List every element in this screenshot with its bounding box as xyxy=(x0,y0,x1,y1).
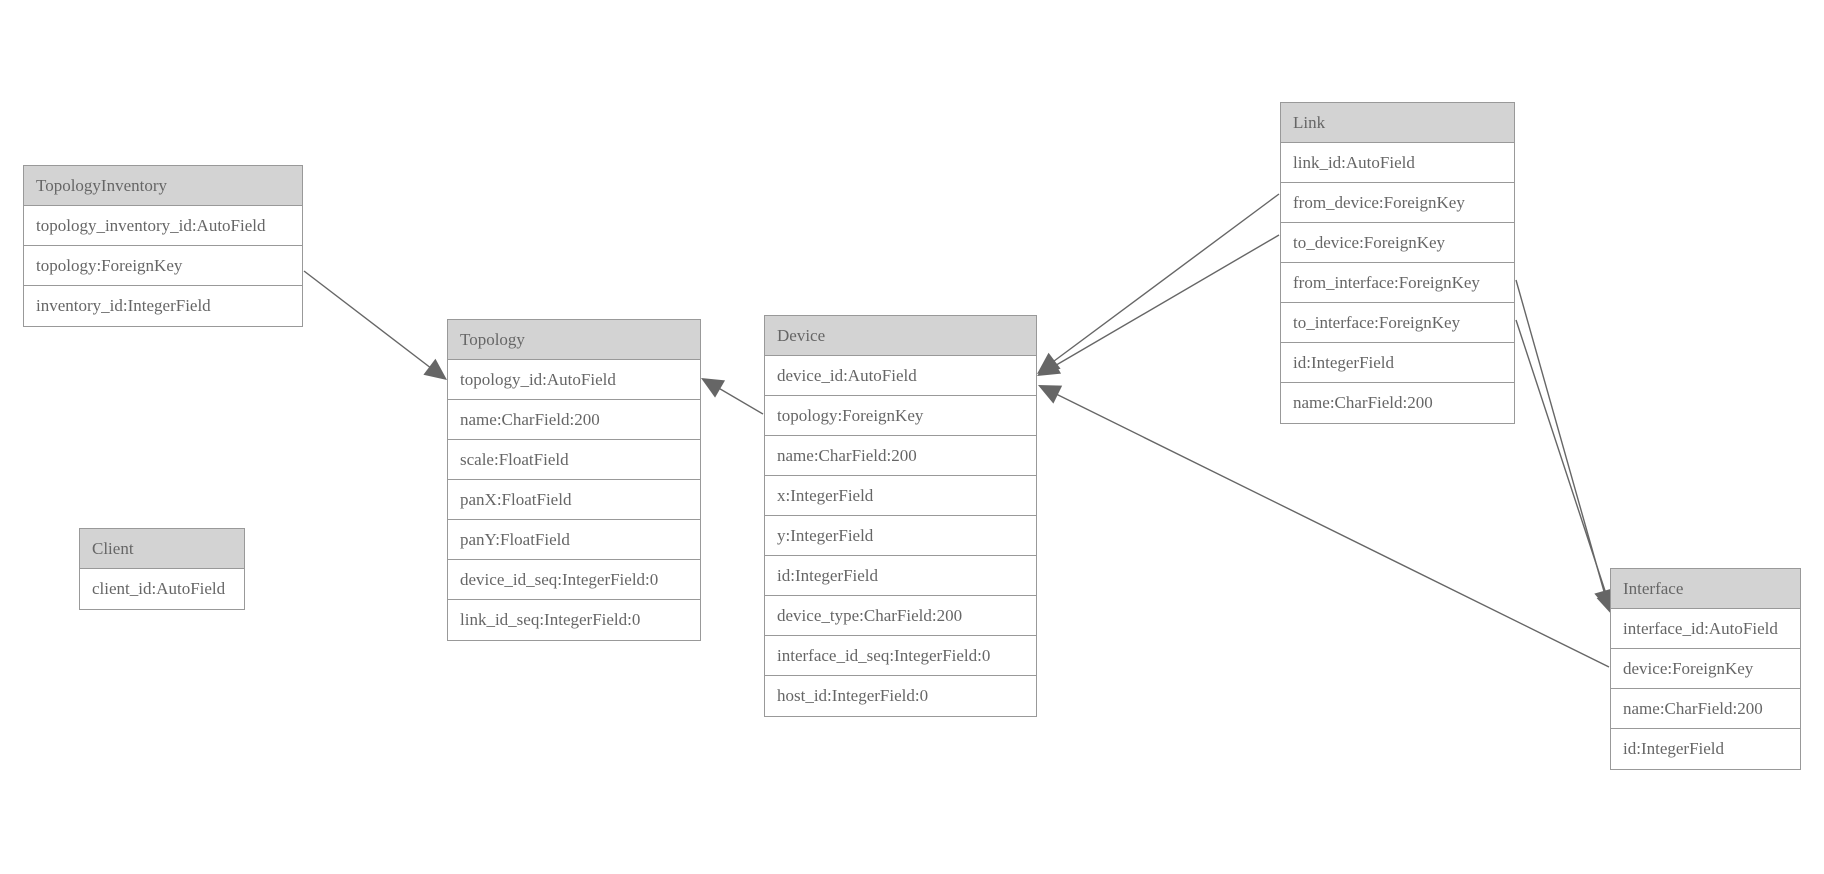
entity-field-row: y:IntegerField xyxy=(765,516,1036,556)
entity-field-row: inventory_id:IntegerField xyxy=(24,286,302,326)
entity-field-row: client_id:AutoField xyxy=(80,569,244,609)
entity-field-row: x:IntegerField xyxy=(765,476,1036,516)
relationship-line xyxy=(1047,389,1610,668)
entity-field-row: interface_id:AutoField xyxy=(1611,609,1800,649)
entity-field-row: device_id_seq:IntegerField:0 xyxy=(448,560,700,600)
relationship-line xyxy=(1045,234,1280,372)
relationship-link-from-device xyxy=(1037,193,1280,374)
relationship-line xyxy=(303,270,441,376)
entity-field-row: link_id_seq:IntegerField:0 xyxy=(448,600,700,640)
entity-title-interface: Interface xyxy=(1611,569,1800,609)
entity-field-row: name:CharField:200 xyxy=(448,400,700,440)
entity-field-row: device_id:AutoField xyxy=(765,356,1036,396)
entity-field-row: from_device:ForeignKey xyxy=(1281,183,1514,223)
entity-title-device: Device xyxy=(765,316,1036,356)
entity-field-row: to_device:ForeignKey xyxy=(1281,223,1514,263)
entity-field-row: name:CharField:200 xyxy=(1611,689,1800,729)
entity-field-row: from_interface:ForeignKey xyxy=(1281,263,1514,303)
entity-title-topology: Topology xyxy=(448,320,700,360)
entity-title-link: Link xyxy=(1281,103,1514,143)
entity-title-topology_inventory: TopologyInventory xyxy=(24,166,302,206)
entity-field-row: topology:ForeignKey xyxy=(24,246,302,286)
entity-field-row: interface_id_seq:IntegerField:0 xyxy=(765,636,1036,676)
relationship-line xyxy=(709,382,764,415)
entity-field-row: device_type:CharField:200 xyxy=(765,596,1036,636)
relationship-line xyxy=(1045,193,1280,368)
entity-field-row: host_id:IntegerField:0 xyxy=(765,676,1036,716)
entity-field-row: id:IntegerField xyxy=(1611,729,1800,769)
entity-field-row: id:IntegerField xyxy=(765,556,1036,596)
entity-field-row: scale:FloatField xyxy=(448,440,700,480)
entity-field-row: panX:FloatField xyxy=(448,480,700,520)
relationship-link-to-interface xyxy=(1515,319,1616,616)
relationship-link-from-interface xyxy=(1515,279,1614,612)
relationship-arrowhead xyxy=(1038,385,1063,404)
entity-field-row: name:CharField:200 xyxy=(765,436,1036,476)
relationship-device-topology xyxy=(701,378,764,415)
entity-field-row: topology:ForeignKey xyxy=(765,396,1036,436)
entity-field-row: panY:FloatField xyxy=(448,520,700,560)
entity-field-row: to_interface:ForeignKey xyxy=(1281,303,1514,343)
relationship-line xyxy=(1515,279,1608,603)
entity-field-row: id:IntegerField xyxy=(1281,343,1514,383)
entity-field-row: topology_id:AutoField xyxy=(448,360,700,400)
relationship-topologyinventory-topology xyxy=(303,270,447,380)
entity-field-row: link_id:AutoField xyxy=(1281,143,1514,183)
entity-field-row: name:CharField:200 xyxy=(1281,383,1514,423)
relationship-line xyxy=(1515,319,1611,607)
entity-field-row: topology_inventory_id:AutoField xyxy=(24,206,302,246)
relationship-link-to-device xyxy=(1037,234,1280,376)
entity-title-client: Client xyxy=(80,529,244,569)
entity-field-row: device:ForeignKey xyxy=(1611,649,1800,689)
